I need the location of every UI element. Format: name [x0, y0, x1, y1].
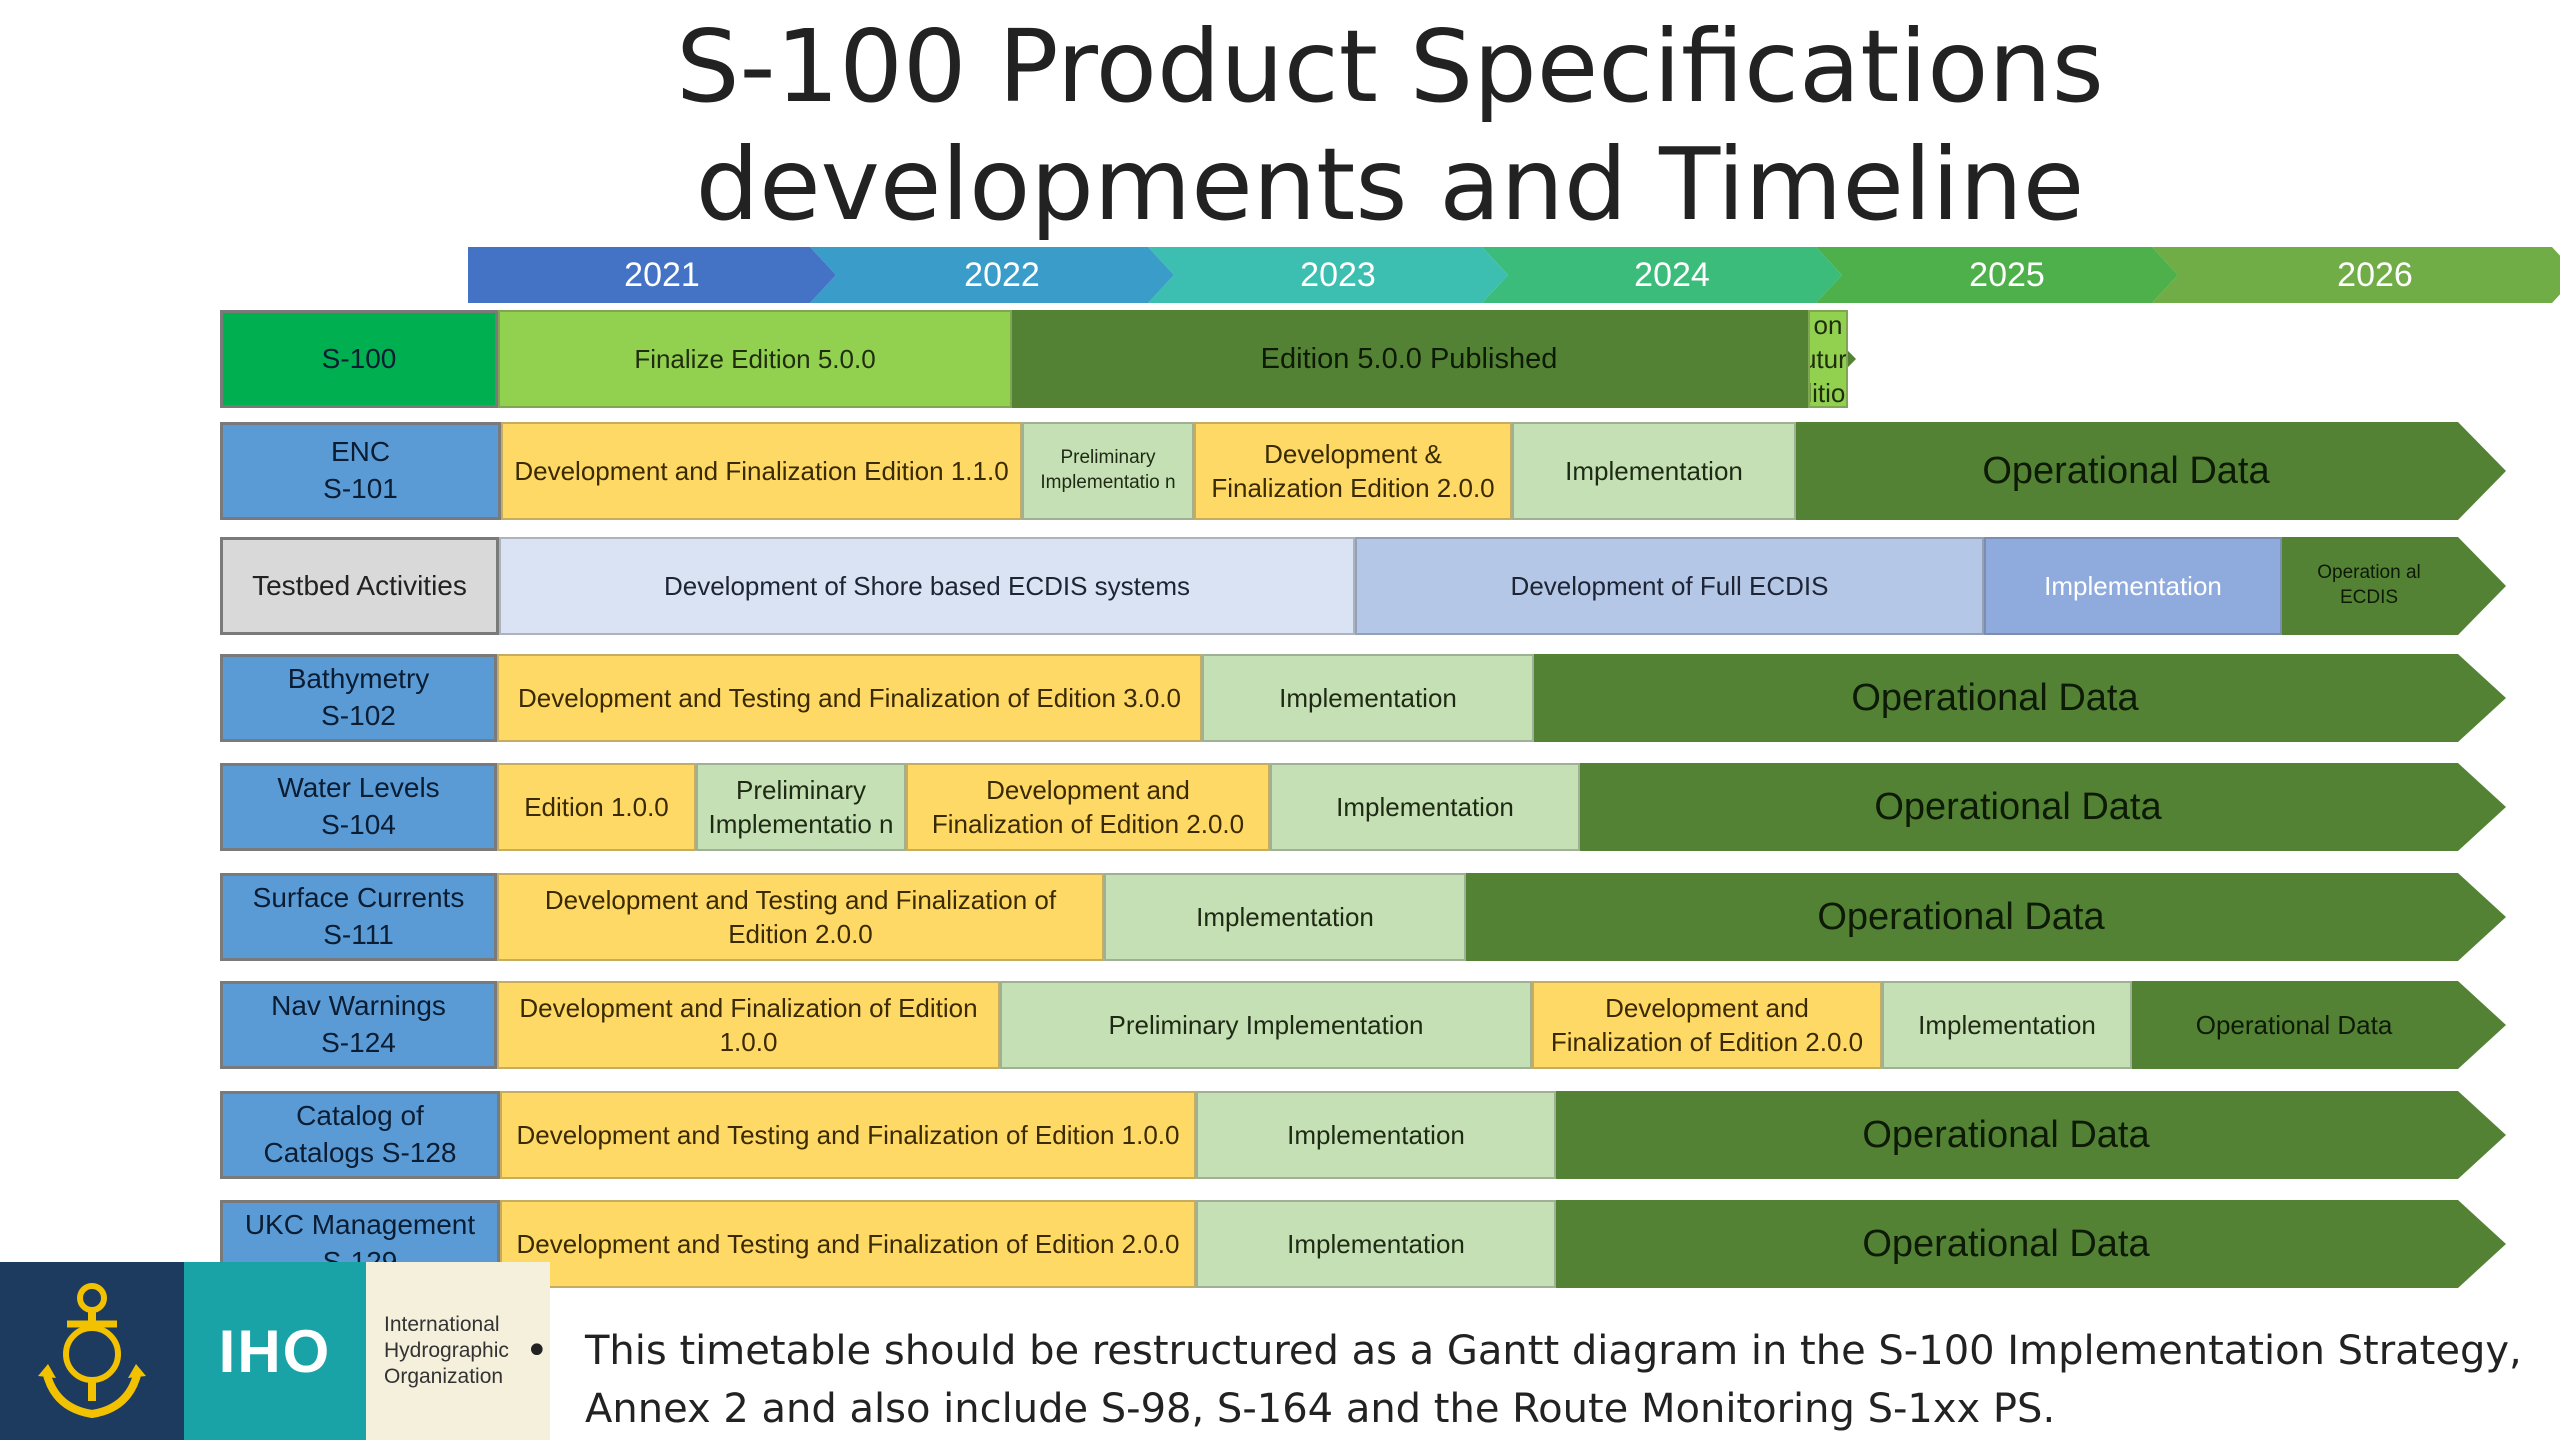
iho-logo: IHO International Hydrographic Organizat… — [0, 1262, 550, 1440]
row-label: Catalog of Catalogs S-128 — [220, 1091, 500, 1179]
timeline-cell: Implementation — [1512, 422, 1796, 520]
timeline-cell: Implementation — [1196, 1200, 1556, 1288]
year-label: 2026 — [2337, 255, 2413, 294]
timeline-cell: Development and Finalization of Edition … — [906, 763, 1270, 851]
timeline-cell: Edition 5.0.0 Published — [1012, 310, 1856, 408]
timeline-cell: Development and Testing and Finalization… — [497, 873, 1104, 961]
title-line-1: S-100 Product Specifications — [676, 8, 2104, 125]
timeline-cell: Edition 1.0.0 — [497, 763, 696, 851]
timeline-cell: Development and Testing and Finalization… — [500, 1200, 1196, 1288]
row-label: ENC S-101 — [220, 422, 501, 520]
footer-note-text: This timetable should be restructured as… — [585, 1328, 2522, 1432]
timeline-cell: Operational Data — [1580, 763, 2506, 851]
row-label: Surface Currents S-111 — [220, 873, 497, 961]
row-label: S-100 — [220, 310, 498, 408]
iho-anchor-emblem-icon — [0, 1262, 184, 1440]
timeline-cell: Implementation — [1202, 654, 1534, 742]
timeline-cell: Implementation — [1196, 1091, 1556, 1179]
year-2022: 2022 — [810, 247, 1174, 303]
page-title: S-100 Product Specifications development… — [480, 8, 2300, 244]
timeline-cell: Work begins on future editions of S-100 — [1808, 310, 1848, 408]
timeline-cell: Development and Finalization of Edition … — [497, 981, 1000, 1069]
timeline-cell: Operation al ECDIS — [2282, 537, 2506, 635]
row-label: Bathymetry S-102 — [220, 654, 497, 742]
timeline-cell: Operational Data — [1556, 1091, 2506, 1179]
org-name-line-1: International — [384, 1313, 500, 1336]
timeline-cell: Preliminary Implementatio n — [696, 763, 906, 851]
year-label: 2025 — [1969, 255, 2045, 294]
timeline-cell: Development and Testing and Finalization… — [500, 1091, 1196, 1179]
year-label: 2023 — [1300, 255, 1376, 294]
timeline-cell: Development and Finalization Edition 1.1… — [501, 422, 1022, 520]
timeline-cell: Development of Full ECDIS — [1355, 537, 1984, 635]
timeline-cell: Operational Data — [2132, 981, 2506, 1069]
timeline-cell: Development of Shore based ECDIS systems — [499, 537, 1355, 635]
org-name-line-2: Hydrographic — [384, 1339, 509, 1362]
iho-logo-text: IHO — [184, 1262, 366, 1440]
year-label: 2024 — [1634, 255, 1710, 294]
org-name-line-3: Organization — [384, 1365, 504, 1388]
year-2023: 2023 — [1148, 247, 1508, 303]
title-line-2: developments and Timeline — [695, 126, 2085, 243]
timeline-cell: Implementation — [1882, 981, 2132, 1069]
bullet-glyph: • — [525, 1328, 549, 1374]
timeline-cell: Preliminary Implementatio n — [1022, 422, 1194, 520]
timeline-cell: Development and Testing and Finalization… — [497, 654, 1202, 742]
timeline-cell: Preliminary Implementation — [1000, 981, 1532, 1069]
timeline-cell: Implementation — [1270, 763, 1580, 851]
timeline-cell: Operational Data — [1796, 422, 2506, 520]
row-label: Nav Warnings S-124 — [220, 981, 497, 1069]
timeline-cell: Operational Data — [1556, 1200, 2506, 1288]
footer-note: • This timetable should be restructured … — [525, 1322, 2535, 1438]
year-2026: 2026 — [2152, 247, 2560, 303]
timeline-cell: Operational Data — [1534, 654, 2506, 742]
year-2021: 2021 — [468, 247, 836, 303]
timeline-cell: Finalize Edition 5.0.0 — [498, 310, 1012, 408]
year-label: 2022 — [964, 255, 1040, 294]
iho-organization-name: International Hydrographic Organization — [366, 1262, 550, 1440]
year-2024: 2024 — [1482, 247, 1842, 303]
timeline-cell: Operational Data — [1466, 873, 2506, 961]
row-label: Testbed Activities — [220, 537, 499, 635]
row-label: Water Levels S-104 — [220, 763, 497, 851]
year-2025: 2025 — [1816, 247, 2178, 303]
timeline-cell: Development & Finalization Edition 2.0.0 — [1194, 422, 1512, 520]
timeline-cell: Implementation — [1984, 537, 2282, 635]
year-label: 2021 — [624, 255, 700, 294]
timeline-cell: Implementation — [1104, 873, 1466, 961]
timeline-cell: Development and Finalization of Edition … — [1532, 981, 1882, 1069]
